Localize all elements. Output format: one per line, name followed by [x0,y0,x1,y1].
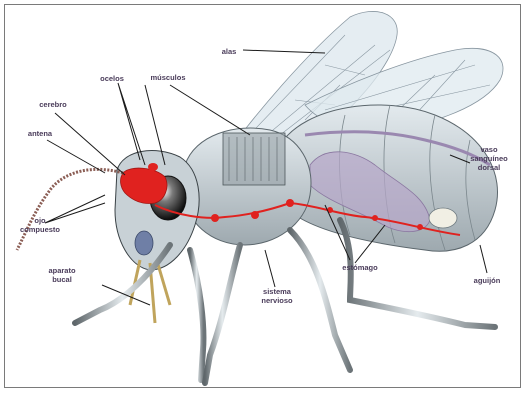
label-antena: antena [28,129,53,138]
flight-muscles [223,133,285,185]
label-ojo-line2: compuesto [20,225,60,234]
label-vaso-line3: dorsal [478,163,501,172]
label-aguijon: aguijón [474,276,501,285]
ocellus [148,163,158,171]
diagram-frame: alas ocelos músculos cerebro antena ojo … [4,4,521,388]
insect-anatomy-diagram: alas ocelos músculos cerebro antena ojo … [5,5,521,388]
ganglion [372,215,378,221]
ganglion [251,211,259,219]
ganglion [417,224,423,230]
label-aparato-line1: aparato [48,266,76,275]
label-sistema-line2: nervioso [261,296,293,305]
label-ojo-line1: ojo [34,216,46,225]
mid-leg-2 [290,230,350,370]
venom-gland [429,208,457,228]
antenna [17,169,123,250]
label-vaso-line1: vaso [480,145,498,154]
ganglion [286,199,294,207]
mid-leg [205,245,240,383]
label-musculos: músculos [150,73,185,82]
label-sistema-line1: sistema [263,287,292,296]
front-leg-2 [190,250,203,380]
label-estomago: estómago [342,263,378,272]
label-aparato-line2: bucal [52,275,72,284]
ganglion [211,214,219,222]
label-cerebro: cerebro [39,100,67,109]
mouthpart-plate [135,231,153,255]
label-alas: alas [222,47,237,56]
label-vaso-line2: sanguíneo [470,154,508,163]
label-ocelos: ocelos [100,74,124,83]
